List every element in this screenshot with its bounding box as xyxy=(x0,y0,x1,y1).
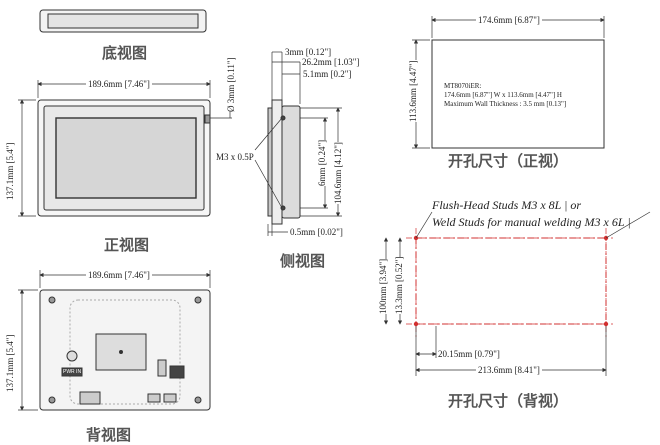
front-view-outline xyxy=(37,99,211,217)
stud-note-1: Flush-Head Studs M3 x 8L | or xyxy=(432,198,582,212)
front-view-caption: 正视图 xyxy=(104,236,150,254)
side-dim-0.5mm: 0.5mm [0.02"] xyxy=(290,227,343,237)
side-view-outline xyxy=(267,99,301,225)
rear-width-dim: 189.6mm [7.46"] xyxy=(86,270,152,280)
side-dim-5mm: 5.1mm [0.2"] xyxy=(303,69,352,79)
port-diameter-dim: Ø 3mm [0.11"] xyxy=(226,57,236,112)
cutout-back-width-dim: 213.6mm [8.41"] xyxy=(476,365,542,375)
rear-height-dim: 137.1mm [5.4"] xyxy=(5,334,15,392)
rear-view-outline xyxy=(39,289,211,411)
cutout-back-stud-offset-dim: 13.3mm [0.52"] xyxy=(394,256,404,314)
cutout-front-outline xyxy=(412,16,605,149)
front-height-dim: 137.1mm [5.4"] xyxy=(5,142,15,200)
power-label: PWR IN xyxy=(63,369,82,375)
cutout-back-height-dim: 100mm [3.94"] xyxy=(378,258,388,314)
cutout-spec-text: 174.6mm [6.87"] W x 113.6mm [4.47"] H xyxy=(444,91,562,99)
cutout-back-caption: 开孔尺寸（背视） xyxy=(448,392,569,410)
cutout-height-dim: 113.6mm [4.47"] xyxy=(408,60,418,122)
cutout-back-outline xyxy=(406,211,651,340)
side-dim-26mm: 26.2mm [1.03"] xyxy=(302,57,360,67)
model-label: MT8070iER: xyxy=(444,82,482,90)
side-view-caption: 侧视图 xyxy=(280,252,326,270)
side-dim-104mm: 104.6mm [4.12"] xyxy=(333,142,343,204)
front-width-dim: 189.6mm [7.46"] xyxy=(86,79,152,89)
wall-thickness-text: Maximum Wall Thickness : 3.5 mm [0.13"] xyxy=(444,100,567,108)
side-dim-6mm: 6mm [0.24"] xyxy=(317,139,327,186)
cutout-width-dim: 174.6mm [6.87"] xyxy=(476,15,542,25)
bottom-view-caption: 底视图 xyxy=(102,44,148,62)
stud-note-2: Weld Studs for manual welding M3 x 6L | xyxy=(432,215,631,229)
screw-spec-label: M3 x 0.5P xyxy=(216,152,254,162)
rear-view-caption: 背视图 xyxy=(86,426,132,444)
bottom-view-outline xyxy=(39,9,207,33)
side-dim-3mm: 3mm [0.12"] xyxy=(285,47,332,57)
cutout-front-caption: 开孔尺寸（正视） xyxy=(448,152,569,170)
cutout-back-stud-pitch-dim: 20.15mm [0.79"] xyxy=(438,349,500,359)
